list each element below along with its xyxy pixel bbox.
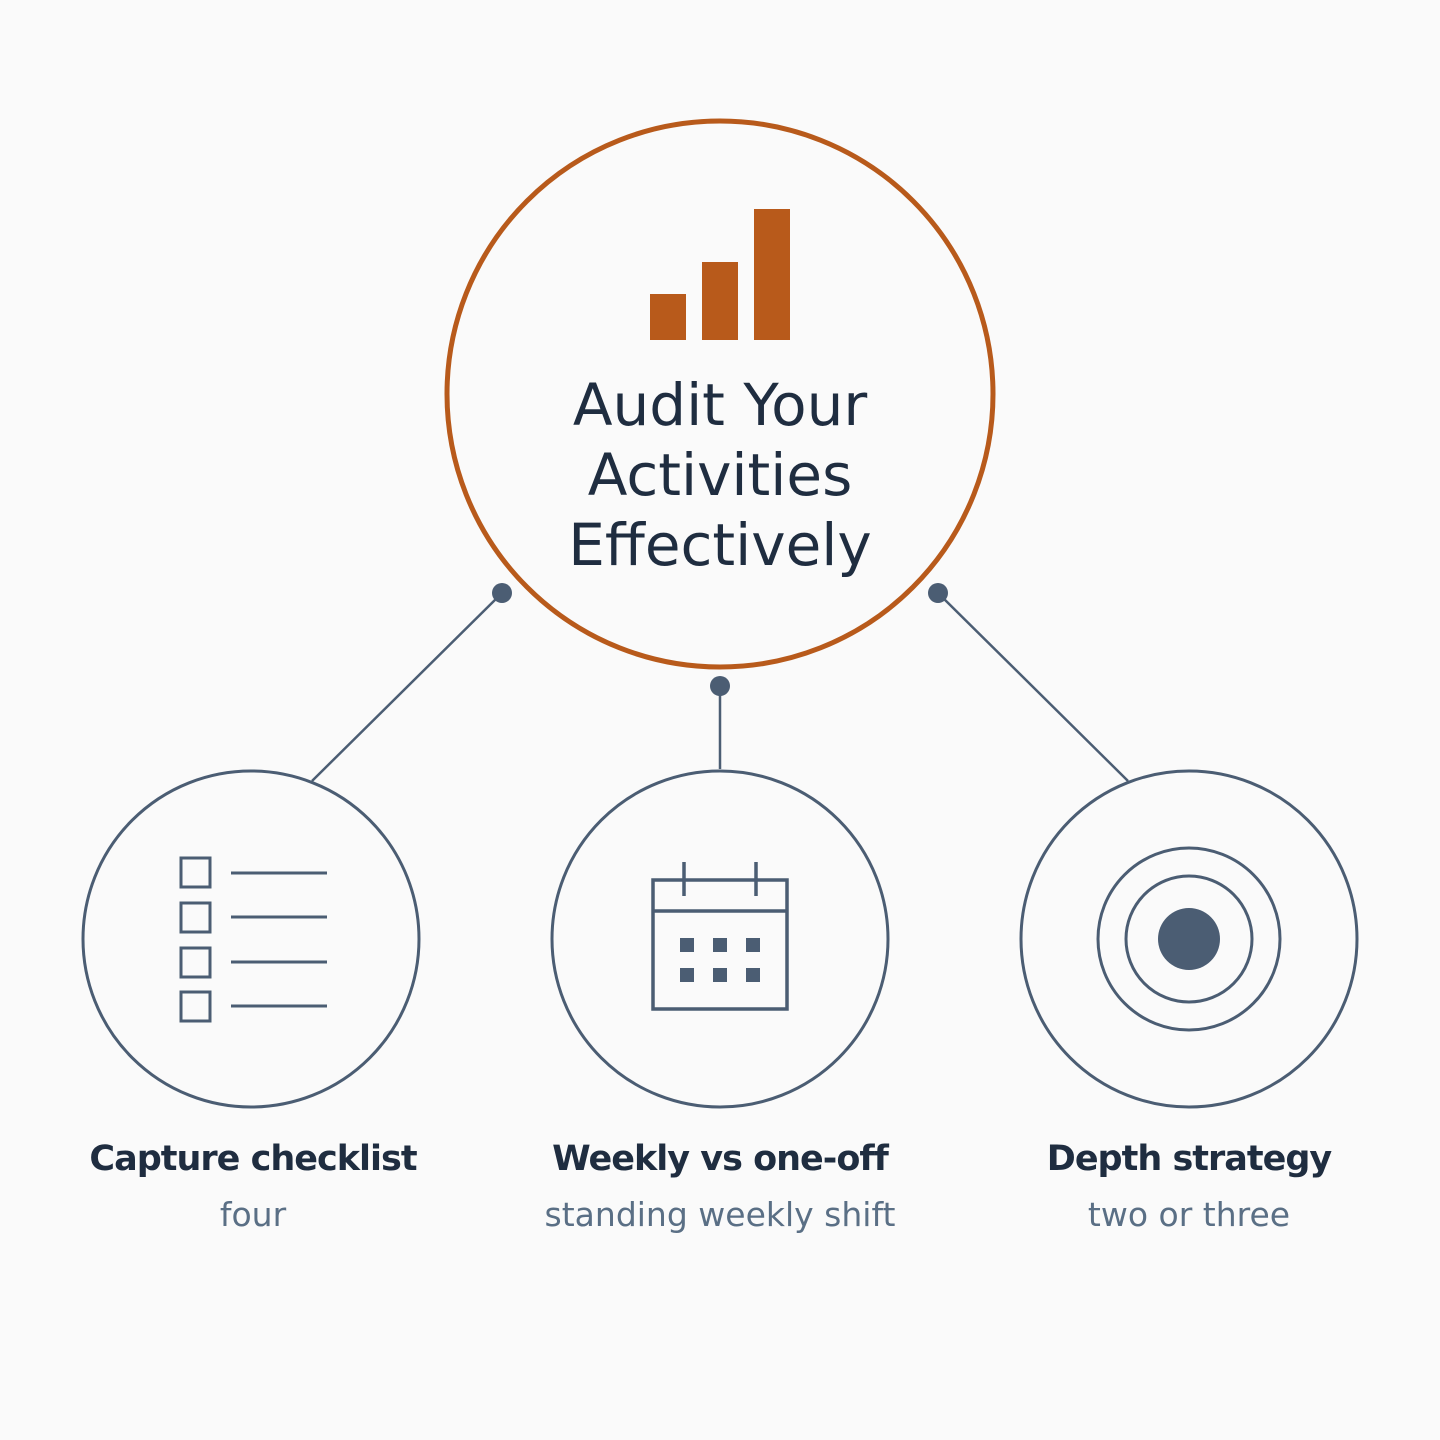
node-label-capture-checklist: Capture checklist four [43, 1137, 463, 1237]
node-title: Weekly vs one-off [552, 1139, 889, 1179]
target-icon [1096, 846, 1282, 1032]
node-subtitle: four [219, 1195, 287, 1234]
hub-title: Audit Your Activities Effectively [470, 370, 970, 580]
target-ring-inner [1124, 874, 1254, 1004]
hub-title-line-2: Activities [587, 441, 853, 509]
connectors [311, 592, 1129, 782]
bar-chart-icon-bar-2 [702, 262, 738, 340]
checklist-box-2 [179, 901, 212, 934]
checklist-icon [179, 856, 327, 1023]
node-label-weekly-vs-one-off: Weekly vs one-off standing weekly shift [510, 1137, 930, 1237]
calendar-frame [651, 878, 789, 1011]
connector-dots [492, 583, 948, 696]
calendar-day [680, 938, 694, 952]
connector-dot-right [928, 583, 948, 603]
node-label-depth-strategy: Depth strategy two or three [979, 1137, 1399, 1237]
target-bullseye [1158, 908, 1220, 970]
hub-title-line-3: Effectively [568, 511, 872, 579]
checklist-box-3 [179, 946, 212, 979]
node-title: Capture checklist [89, 1139, 417, 1179]
node-subtitle: two or three [1087, 1195, 1291, 1234]
calendar-day [746, 968, 760, 982]
node-title: Depth strategy [1046, 1139, 1332, 1179]
connector-right [937, 592, 1129, 782]
bar-chart-icon-bar-1 [650, 294, 686, 340]
checklist-box-1 [179, 856, 212, 889]
connector-dot-center [710, 676, 730, 696]
calendar-day [680, 968, 694, 982]
calendar-days [680, 938, 760, 982]
node-subtitle: standing weekly shift [544, 1195, 896, 1234]
checklist-box-4 [179, 990, 212, 1023]
calendar-day [746, 938, 760, 952]
connector-dot-left [492, 583, 512, 603]
calendar-day [713, 938, 727, 952]
calendar-icon [651, 862, 789, 1011]
bar-chart-icon-bar-3 [754, 209, 790, 340]
hub-circle [444, 118, 996, 670]
target-ring-outer [1096, 846, 1282, 1032]
bar-chart-icon [650, 209, 790, 340]
calendar-day [713, 968, 727, 982]
node-circle-capture-checklist [81, 769, 421, 1109]
connector-left [311, 592, 503, 782]
hub-title-line-1: Audit Your [572, 371, 868, 439]
